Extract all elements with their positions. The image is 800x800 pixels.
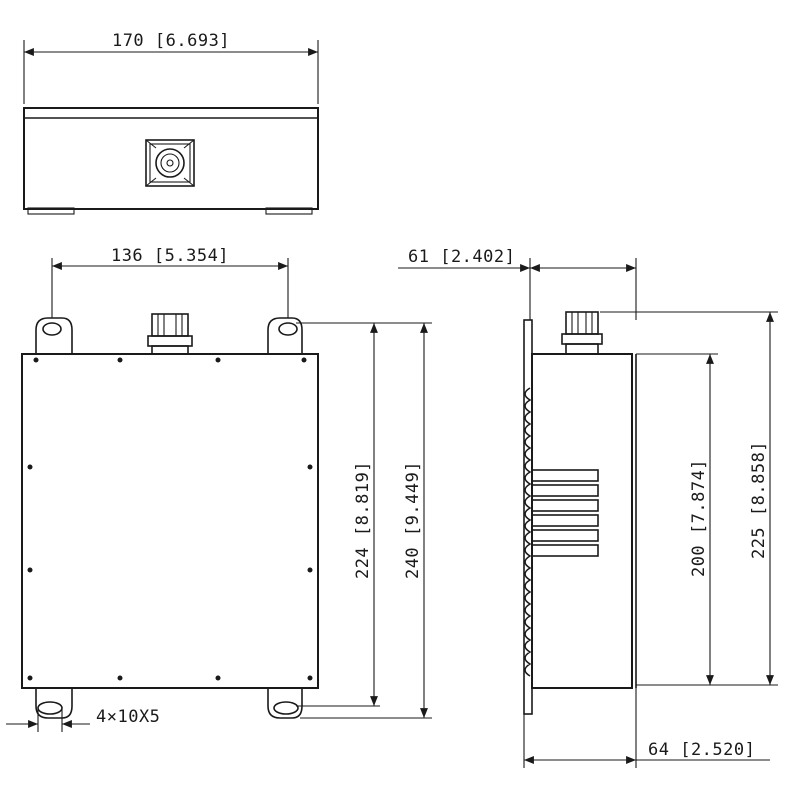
top-view: 170 [6.693] [23, 31, 319, 215]
screw-markers [27, 357, 313, 681]
connector-top-icon [147, 313, 193, 355]
front-view: 136 [5.354] [6, 246, 432, 732]
dim-top-width: 170 [6.693] [112, 31, 230, 51]
side-view-body [531, 353, 633, 689]
side-view: 61 [2.402] [398, 247, 778, 768]
dim-side-depth: 61 [2.402] [408, 247, 515, 267]
dim-height-240: 240 [9.449] [403, 461, 423, 579]
dim-height-225: 225 [8.858] [749, 441, 769, 559]
dim-slot-note: 4×10X5 [96, 707, 160, 727]
dim-mount-spacing: 136 [5.354] [111, 246, 229, 266]
dim-height-224: 224 [8.819] [353, 461, 373, 579]
cooling-fins [531, 469, 599, 557]
connector-front-icon [145, 139, 195, 187]
heatsink-fins [524, 387, 532, 677]
top-view-body [23, 107, 319, 210]
front-view-body [21, 353, 319, 689]
dim-side-base-depth: 64 [2.520] [648, 740, 755, 760]
dim-height-200: 200 [7.874] [689, 459, 709, 577]
connector-side-icon [561, 311, 603, 355]
